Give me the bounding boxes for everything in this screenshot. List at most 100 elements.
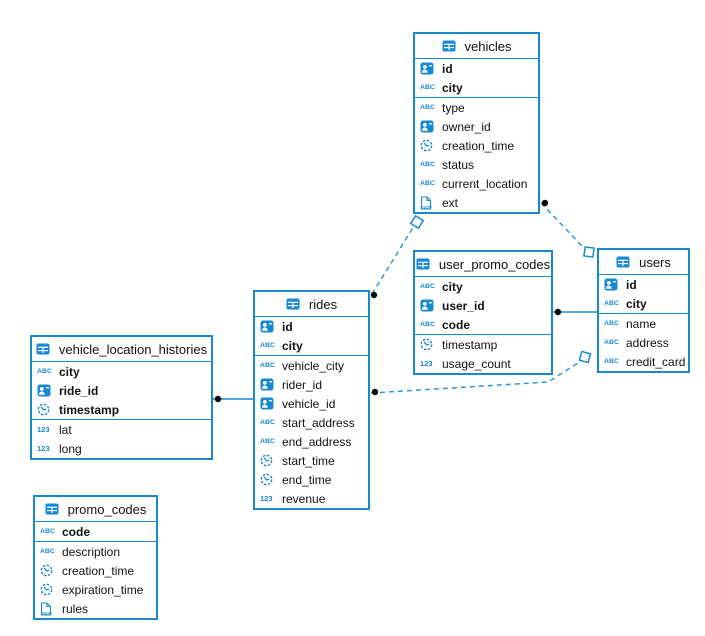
column-label: city [282,338,303,353]
column-row-city[interactable]: ABC city [255,336,368,355]
text-abc-icon: ABC [260,362,276,369]
number-123-icon: 123 [37,425,50,434]
relationship-dot-endpoint [554,308,562,316]
column-row-creation_time[interactable]: creation_time [415,136,538,155]
column-label: owner_id [442,119,491,134]
column-row-rules[interactable]: JSON rules [35,599,156,618]
table-icon [442,40,460,52]
column-row-current_location[interactable]: ABC current_location [415,174,538,193]
column-row-user_id[interactable]: user_id [415,296,551,315]
column-label: city [59,364,80,379]
relationship-dot-endpoint [370,291,378,299]
table-title: user_promo_codes [438,256,551,272]
column-row-city[interactable]: ABC city [415,277,551,296]
column-label: creation_time [442,138,515,153]
column-row-timestamp[interactable]: timestamp [415,335,551,354]
column-row-id[interactable]: id [599,275,688,294]
text-abc-icon: ABC [40,528,56,535]
column-label: vehicle_city [282,358,345,373]
column-label: id [442,61,453,76]
column-label: start_address [282,415,355,430]
column-label: end_address [282,434,352,449]
column-row-owner_id[interactable]: owner_id [415,117,538,136]
table-icon [36,343,54,355]
column-row-id[interactable]: id [255,317,368,336]
column-row-expiration_time[interactable]: expiration_time [35,580,156,599]
column-label: status [442,157,475,172]
column-row-vehicle_city[interactable]: ABC vehicle_city [255,356,368,375]
text-abc-icon: ABC [260,438,276,445]
table-title: promo_codes [67,501,147,517]
column-label: city [626,296,647,311]
column-label: usage_count [442,356,511,371]
clock-icon [420,139,438,152]
column-label: creation_time [62,563,135,578]
table-header[interactable]: vehicle_location_histories [32,337,211,362]
text-abc-icon: ABC [604,300,620,307]
column-row-creation_time[interactable]: creation_time [35,561,156,580]
relationship-vehicles-users[interactable] [540,199,595,258]
column-label: expiration_time [62,582,144,597]
id-badge-icon [420,62,438,75]
table-header[interactable]: rides [255,292,368,317]
text-abc-icon: ABC [420,161,436,168]
column-row-ride_id[interactable]: ride_id [32,381,211,400]
column-label: timestamp [442,337,498,352]
text-abc-icon: ABC [420,283,436,290]
text-abc-icon: ABC [604,339,620,346]
column-row-start_time[interactable]: start_time [255,451,368,470]
column-row-end_time[interactable]: end_time [255,470,368,489]
table-header[interactable]: users [599,250,688,275]
column-row-timestamp[interactable]: timestamp [32,400,211,419]
clock-icon [37,403,55,416]
svg-text:JSON: JSON [421,205,432,209]
relationship-rides-users[interactable] [370,350,592,396]
column-row-end_address[interactable]: ABC end_address [255,432,368,451]
table-header[interactable]: vehicles [415,34,538,59]
id-badge-icon [604,278,622,291]
column-row-rider_id[interactable]: rider_id [255,375,368,394]
text-abc-icon: ABC [260,342,276,349]
column-label: current_location [442,176,528,191]
relationship-vehicle_location_histories-rides[interactable] [213,395,253,403]
table-header[interactable]: promo_codes [35,497,156,522]
column-label: address [626,335,669,350]
column-row-id[interactable]: id [415,59,538,78]
column-label: rider_id [282,377,323,392]
column-row-vehicle_id[interactable]: vehicle_id [255,394,368,413]
column-label: city [442,279,463,294]
text-abc-icon: ABC [420,180,436,187]
column-row-address[interactable]: ABC address [599,333,688,352]
column-label: vehicle_id [282,396,336,411]
column-label: rules [62,601,89,616]
relationship-user_promo_codes-users[interactable] [553,308,597,316]
column-row-city[interactable]: ABC city [599,294,688,313]
relationship-rides-vehicles[interactable] [370,214,425,299]
column-row-status[interactable]: ABC status [415,155,538,174]
json-icon: JSON [40,601,58,616]
table-header[interactable]: user_promo_codes [415,252,551,277]
